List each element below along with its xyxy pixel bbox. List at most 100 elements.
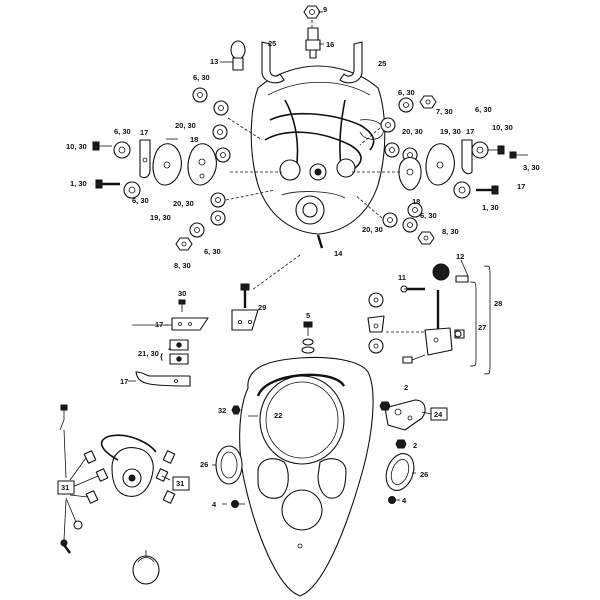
callout-25-right: 25 — [378, 59, 386, 68]
grommet-bottom-icon — [132, 550, 160, 585]
callout-9: 9 — [323, 5, 327, 14]
brace-21-30: { — [160, 352, 163, 361]
callout-26-right: 26 — [420, 470, 428, 479]
callout-5: 5 — [306, 311, 310, 320]
callout-21-30: 21, 30 — [138, 349, 159, 358]
switch-16-icon — [305, 27, 321, 59]
screw-4-left-icon — [231, 500, 245, 508]
bracket-17-right-icon — [461, 139, 473, 175]
bracket-17-mid-icon — [171, 317, 209, 331]
callout-17-b: 17 — [466, 127, 474, 136]
callout-13: 13 — [210, 57, 218, 66]
grommet-26-right-icon — [385, 453, 415, 491]
screw-1-left-icon — [95, 179, 120, 189]
callout-8-30-left: 8, 30 — [174, 261, 191, 270]
callout-11: 11 — [398, 273, 406, 282]
callout-8-30-right: 8, 30 — [442, 227, 459, 236]
callout-2-b: 2 — [413, 441, 417, 450]
nut-8-right-icon — [417, 231, 435, 245]
callout-6-30-b: 6, 30 — [398, 88, 415, 97]
callout-30: 30 — [178, 289, 186, 298]
callout-20-30-a: 20, 30 — [175, 121, 196, 130]
plate-18-right-icon — [398, 156, 422, 191]
screw-5-icon — [301, 321, 315, 354]
callout-10-30-right: 10, 30 — [492, 123, 513, 132]
label-dashes — [128, 324, 400, 505]
bracket-lines-27-28 — [469, 265, 491, 375]
screw-32-icon — [231, 405, 241, 415]
plate-19-right-icon — [425, 143, 455, 186]
callout-31-left-box: 31 — [57, 480, 75, 495]
bulb-13-icon — [230, 40, 246, 71]
callout-12: 12 — [456, 252, 464, 261]
bracket-17-lower-icon — [135, 371, 191, 387]
callout-26-left: 26 — [200, 460, 208, 469]
callout-6-30-e: 6, 30 — [132, 196, 149, 205]
assembly-lines-top — [225, 20, 400, 291]
callout-22: 22 — [274, 411, 282, 420]
screw-30-icon — [178, 299, 186, 312]
callout-6-30-f: 6, 30 — [204, 247, 221, 256]
screw-10-left-icon — [92, 141, 112, 151]
nut-9-icon — [303, 5, 321, 19]
callout-20-30-b: 20, 30 — [402, 127, 423, 136]
callout-24: 24 — [434, 410, 443, 419]
callout-27: 27 — [478, 323, 486, 332]
callout-17-d: 17 — [155, 320, 163, 329]
nacelle-housing-icon — [239, 357, 374, 597]
screw-1-right-icon — [476, 185, 499, 195]
callout-19-30-left: 19, 30 — [150, 213, 171, 222]
callout-6-30-g: 6, 30 — [420, 211, 437, 220]
spacer-21-icon — [169, 339, 189, 365]
callout-14: 14 — [334, 249, 343, 258]
screw-3-icon — [509, 151, 528, 159]
callout-17-lower: 17 — [120, 377, 128, 386]
screw-2-b-icon — [395, 439, 407, 449]
screw-10-right-icon — [488, 145, 505, 155]
nut-7-icon — [419, 95, 437, 109]
callout-31-left: 31 — [61, 483, 69, 492]
callout-24-box: 24 — [430, 407, 448, 421]
plate-18-left-icon — [187, 143, 217, 186]
callout-6-30-a: 6, 30 — [193, 73, 210, 82]
callout-28: 28 — [494, 299, 502, 308]
bracket-24-icon — [384, 399, 426, 431]
callout-20-30-d: 20, 30 — [362, 225, 383, 234]
callout-31-right: 31 — [176, 479, 184, 488]
callout-6-30-d: 6, 30 — [114, 127, 131, 136]
plate-19-left-icon — [152, 143, 182, 186]
screw-4-right-icon — [388, 496, 396, 504]
screw-2-a-icon — [379, 401, 391, 411]
callout-31-right-box: 31 — [172, 476, 190, 491]
spring-clip-25-right-icon — [339, 41, 363, 84]
callout-17-a: 17 — [140, 128, 148, 137]
bracket-17-left-icon — [139, 139, 151, 179]
callout-25-left: 25 — [268, 39, 276, 48]
callout-4-right: 4 — [402, 496, 407, 505]
grommet-26-left-icon — [215, 445, 243, 485]
callout-18-left: 18 — [190, 135, 198, 144]
ignition-switch-12-icon — [432, 263, 469, 283]
callout-10-30-left: 10, 30 — [66, 142, 87, 151]
lamp-unit-31-icon — [59, 404, 176, 554]
callout-6-30-c: 6, 30 — [475, 105, 492, 114]
callout-20-30-c: 20, 30 — [173, 199, 194, 208]
callout-29: 29 — [258, 303, 266, 312]
bracket-29-icon — [231, 283, 259, 331]
callout-19-30-right: 19, 30 — [440, 127, 461, 136]
nut-8-left-icon — [175, 237, 193, 251]
headlamp-shell-icon — [250, 65, 386, 249]
callout-7-30: 7, 30 — [436, 107, 453, 116]
callout-2-a: 2 — [404, 383, 408, 392]
callout-16: 16 — [326, 40, 334, 49]
callout-1-30-right: 1, 30 — [482, 203, 499, 212]
washer-stack-left-icon — [113, 87, 231, 238]
callout-17-c: 17 — [517, 182, 525, 191]
spring-clip-25-left-icon — [261, 41, 285, 84]
callout-1-30-left: 1, 30 — [70, 179, 87, 188]
callout-32: 32 — [218, 406, 226, 415]
leader-lines-31 — [63, 429, 171, 541]
callout-3-30: 3, 30 — [523, 163, 540, 172]
leader-lines — [132, 11, 469, 474]
